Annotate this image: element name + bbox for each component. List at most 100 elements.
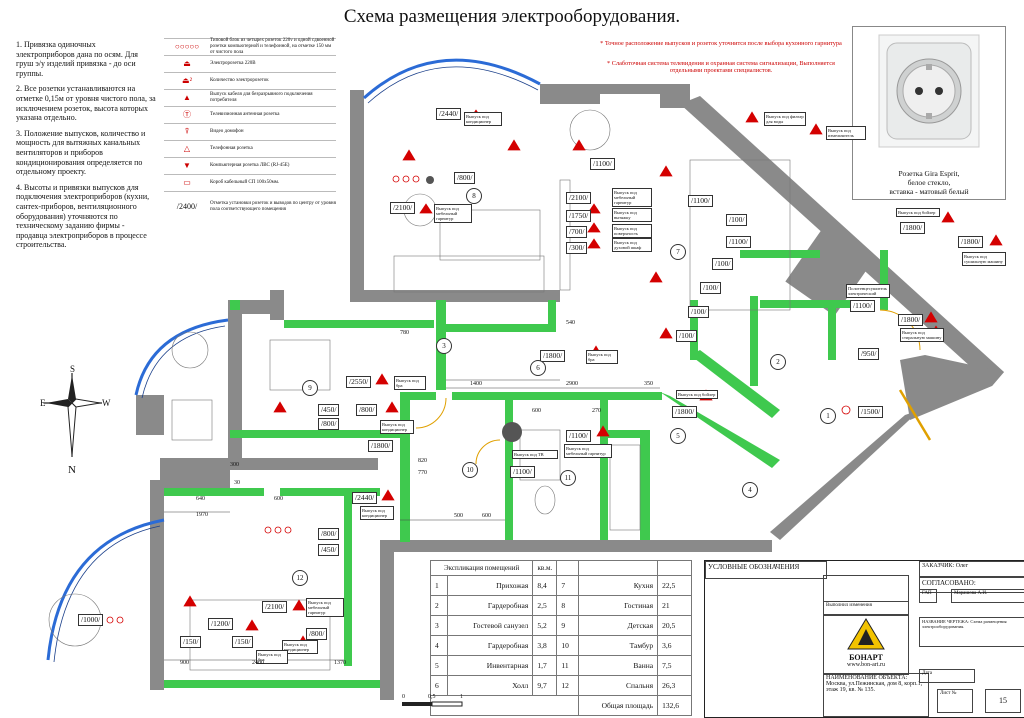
window-bay-left [134,318,229,396]
height-tag: /1100/ [688,195,713,207]
height-tag: /450/ [318,404,340,416]
sheet-number: 15 [985,689,1021,713]
outlet-label: Выпуск под измельчитель [826,126,866,140]
note-1: 1. Привязка одиночных электроприборов да… [16,40,138,78]
socket-count-icon: ⏏² [182,76,192,85]
column [502,422,522,442]
door-swing [475,439,501,465]
sofa [393,255,545,293]
wall [900,355,1004,420]
dimension-label: 2460 [252,660,264,666]
height-tag: /1100/ [510,466,535,478]
height-tag: /800/ [356,404,378,416]
height-tag: /2100/ [262,601,288,613]
wall [150,600,164,630]
door-swing [415,397,447,429]
wall [160,458,230,488]
cable-outlet-icon: ▲ [183,93,191,102]
wall [228,300,242,465]
object-block: НАИМЕНОВАНИЕ ОБЪЕКТА: Москва, ул.Пежинск… [823,673,929,717]
author-role: ГАП [919,589,937,603]
wall [228,458,378,470]
height-tag: /1800/ [900,222,926,234]
note-3: 3. Положение выпусков, количество и мощн… [16,128,146,177]
page-title: Схема размещения электрооборудования. [343,6,681,27]
socket-image [878,34,980,148]
partition [640,430,650,540]
total-label: Общая площадь [577,695,659,716]
height-tag: /450/ [318,544,340,556]
compass-rose [44,373,102,457]
room-number: 10 [462,462,478,478]
outlet-label: Выпуск под кондиционер [282,640,318,654]
dimension-label: 600 [532,408,541,414]
dimension-label: 540 [566,320,575,326]
approval-row: Выполнил изменения [823,601,909,615]
height-tag: /100/ [700,282,722,294]
partition [400,392,436,400]
height-tag: /700/ [566,226,588,238]
outlet-label: Выпуск под мебельный гарнитур [612,188,652,207]
red-note-2: * Слаботочная система телевидения и охра… [607,59,835,75]
outlet-label: Выпуск под поверхность [612,224,652,238]
partition [760,300,850,308]
agreed: СОГЛАСОВАНО: [919,577,1024,593]
height-tag: /1100/ [726,236,751,248]
partition [548,300,556,332]
room-number: 1 [820,408,836,424]
partition [740,250,820,258]
partition [880,250,888,310]
outlet-label: Выпуск под бра [394,376,426,390]
wall [770,410,920,540]
compass-s: S [70,364,76,374]
outlet-label: Выпуск под стиральную машину [900,328,944,342]
partition [230,300,240,310]
compass-n: N [68,464,76,476]
compass-e: E [40,398,46,408]
wall [350,290,560,302]
height-tag: /1500/ [858,406,884,418]
outlet-label: Выпуск под кондиционер [360,506,394,520]
customer: ЗАКАЗЧИК: Олег [919,561,1024,577]
dimension-label: 350 [644,381,653,387]
room-number: 5 [670,428,686,444]
sheet-label: Лист № [937,689,973,713]
height-tag: /150/ [232,636,254,648]
room-number: 11 [560,470,576,486]
room-number: 4 [742,482,758,498]
general-notes: 1. Привязка одиночных электроприборов да… [16,40,156,256]
legend-row: ▼Компьютерная розетка ЛВС (RJ-45E) [164,157,336,174]
room-number: 9 [302,380,318,396]
dimension-label: 780 [400,330,409,336]
firm-logo: БОНАРТ www.bon-art.ru [823,615,909,675]
height-tag: /300/ [566,242,588,254]
outlet-label: Выпуск под бра [586,350,618,364]
legend-row: ▲Выпуск кабеля для безразрывного подключ… [164,89,336,106]
outlet-label: Выпуск под фильтр для воды [764,112,806,126]
height-tag: /2100/ [566,192,592,204]
wall [590,84,690,94]
height-tag: /1800/ [540,350,566,362]
firm-site: www.bon-art.ru [847,662,885,668]
firm-name: БОНАРТ [849,653,883,662]
outlet-label: Выпуск под сушильную машину [962,252,1006,266]
height-tag: /2440/ [352,492,378,504]
height-tag: /2100/ [390,202,416,214]
legend-row: △Телефонная розетка [164,140,336,157]
outlet-label: Выпуск под мебельный гарнитур [306,598,344,617]
height-tag: /150/ [180,636,202,648]
date-label: Дата [919,669,975,683]
height-tag: /100/ [712,258,734,270]
socket-block-icon: ○○○○○ [174,42,200,51]
outlet-label: Выпуск под ТВ [512,450,558,459]
outlet-label: Полотенцесушитель электрический [846,284,890,298]
armchair [171,331,209,369]
outlet-label: Выпуск под бойлер [896,208,940,217]
